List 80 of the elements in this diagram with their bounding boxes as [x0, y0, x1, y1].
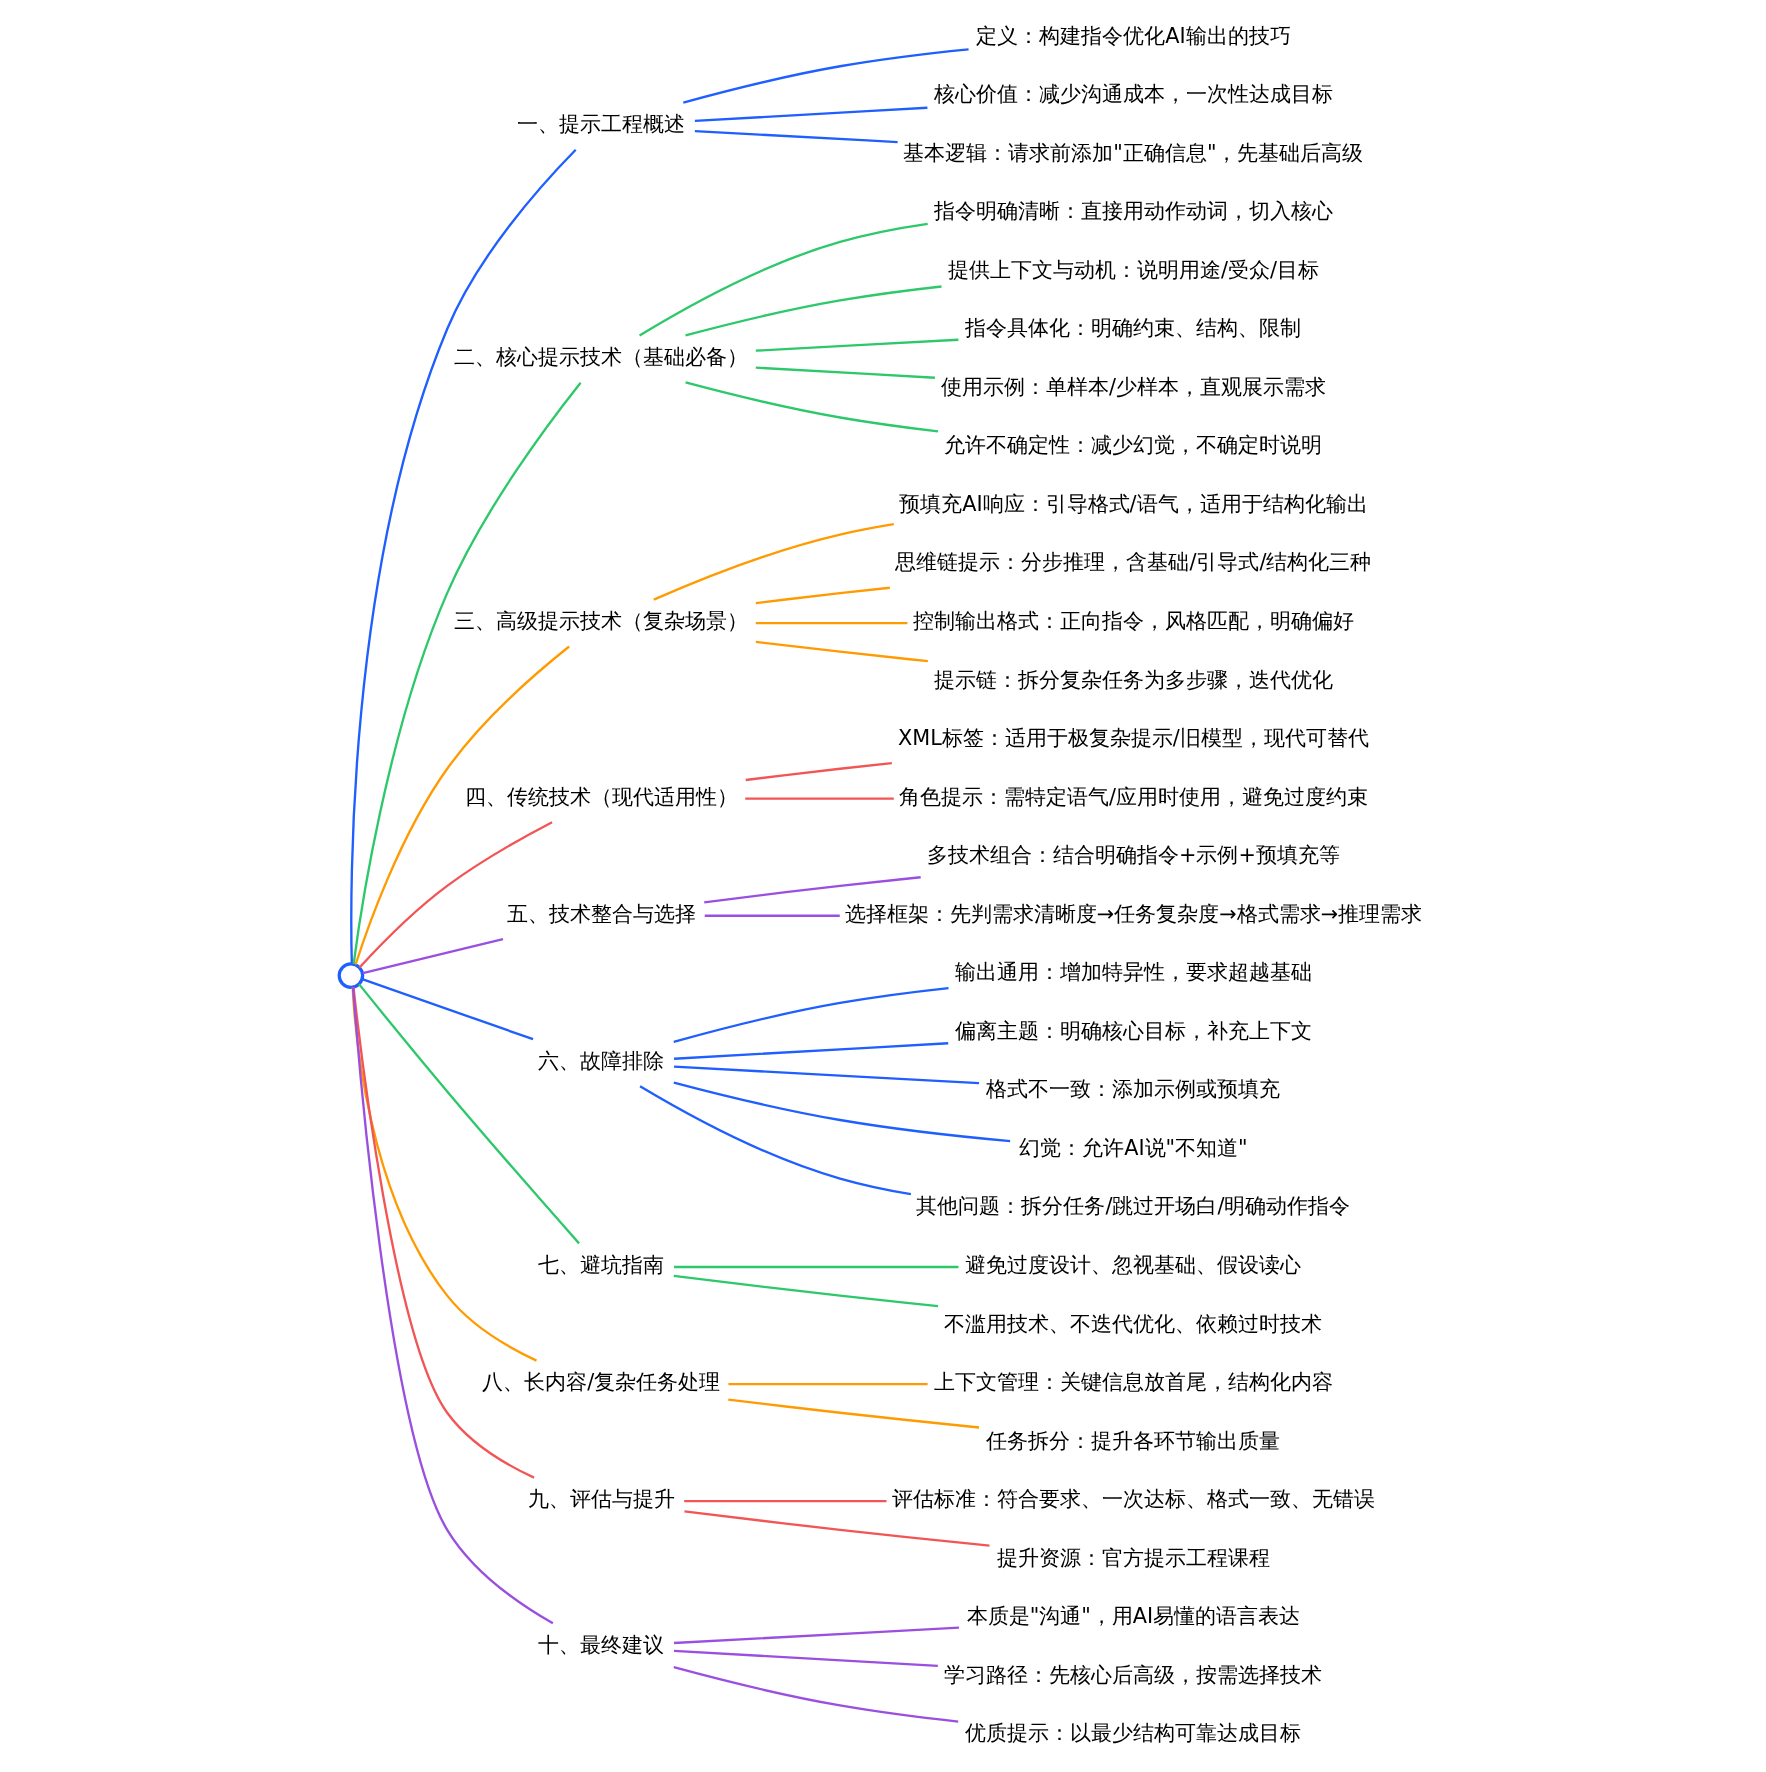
connector: [653, 522, 894, 601]
node-text: 提示链：拆分复杂任务为多步骤，迭代优化: [933, 667, 1333, 692]
connector: [352, 986, 535, 1479]
node-text: 一、提示工程概述: [517, 111, 686, 136]
connector: [674, 1041, 949, 1060]
node-text: 指令明确清晰：直接用动作动词，切入核心: [933, 198, 1333, 223]
connector: [684, 1499, 887, 1502]
connector: [755, 338, 959, 352]
node-text: XML标签：适用于极复杂提示/旧模型，现代可替代: [898, 725, 1369, 750]
connector: [674, 1265, 959, 1268]
connector: [639, 222, 928, 336]
node-text: 核心价值：减少沟通成本，一次性达成目标: [933, 81, 1333, 106]
node-text: 指令具体化：明确约束、结构、限制: [965, 315, 1302, 340]
node-text: 十、最终建议: [538, 1632, 665, 1657]
node-text: 八、长内容/复杂任务处理: [482, 1369, 721, 1394]
connector: [728, 1382, 928, 1385]
node-text: 五、技术整合与选择: [506, 901, 696, 926]
node-text: 学习路径：先核心后高级，按需选择技术: [944, 1662, 1323, 1687]
connector: [684, 1509, 990, 1547]
node-text: 四、传统技术（现代适用性）: [464, 784, 738, 809]
connector: [358, 982, 580, 1244]
connector: [755, 365, 935, 379]
node-circle: [337, 961, 365, 989]
node-text: 评估标准：符合要求、一次达标、格式一致、无错误: [891, 1486, 1375, 1511]
connector: [745, 797, 894, 800]
connector: [755, 621, 908, 624]
node-text: 避免过度设计、忽视基础、假设读心: [965, 1252, 1302, 1277]
node-text: 选择框架：先判需求清晰度→任务复杂度→格式需求→推理需求: [844, 901, 1423, 926]
node-text: 定义：构建指令优化AI输出的技巧: [976, 23, 1291, 48]
node-text: 格式不一致：添加示例或预填充: [986, 1076, 1281, 1101]
node-text: 不滥用技术、不迭代优化、依赖过时技术: [944, 1311, 1323, 1336]
node-text: 角色提示：需特定语气/应用时使用，避免过度约束: [898, 784, 1368, 809]
node-text: 输出通用：增加特异性，要求超越基础: [954, 959, 1312, 984]
node-text: 基本逻辑：请求前添加"正确信息"，先基础后高级: [903, 140, 1364, 165]
node-text: 使用示例：单样本/少样本，直观展示需求: [940, 374, 1326, 399]
connector: [673, 1274, 939, 1307]
connector: [358, 820, 553, 968]
connector: [673, 1665, 959, 1723]
connector: [685, 284, 942, 337]
node-text: 多技术组合：结合明确指令+示例+预填充等: [927, 842, 1340, 867]
connector: [362, 937, 504, 974]
connector: [745, 761, 892, 781]
node-text: 优质提示：以最少结构可靠达成目标: [965, 1720, 1302, 1745]
node-text: 提升资源：官方提示工程课程: [996, 1545, 1270, 1570]
connector: [639, 1084, 912, 1195]
node-text: 上下文管理：关键信息放首尾，结构化内容: [933, 1369, 1333, 1394]
node-text: 允许不确定性：减少幻觉，不确定时说明: [944, 432, 1323, 457]
connector: [674, 1649, 938, 1667]
node-text: 本质是"沟通"，用AI易懂的语言表达: [966, 1603, 1301, 1628]
node-text: 偏离主题：明确核心目标，补充上下文: [954, 1018, 1312, 1043]
connector: [361, 977, 534, 1040]
node-text: 预填充AI响应：引导格式/语气，适用于结构化输出: [899, 491, 1368, 516]
node-text: 其他问题：拆分任务/跳过开场白/明确动作指令: [916, 1193, 1351, 1218]
connector: [755, 586, 890, 604]
node-text: 任务拆分：提升各环节输出质量: [986, 1428, 1281, 1453]
node-text: 七、避坑指南: [538, 1252, 665, 1277]
connector: [673, 1080, 1011, 1142]
connector: [694, 129, 898, 143]
node-text: 控制输出格式：正向指令，风格匹配，明确偏好: [912, 608, 1354, 633]
node-text: 九、评估与提升: [527, 1486, 675, 1511]
connector: [351, 986, 554, 1624]
connector: [674, 1625, 960, 1644]
connector: [683, 47, 969, 104]
connector: [694, 106, 928, 122]
connector: [704, 914, 840, 917]
connector: [755, 640, 928, 662]
node-text: 六、故障排除: [538, 1048, 665, 1073]
node-text: 幻觉：允许AI说"不知道": [1019, 1135, 1248, 1160]
connector: [685, 380, 939, 433]
node-text: 思维链提示：分步推理，含基础/引导式/结构化三种: [895, 549, 1372, 574]
connector: [354, 645, 570, 965]
connector: [352, 381, 582, 964]
connector: [704, 875, 921, 903]
node-text: 二、核心提示技术（基础必备）: [454, 344, 749, 369]
connector: [728, 1398, 980, 1429]
connector: [674, 1064, 980, 1084]
connector: [350, 148, 577, 964]
node-text: 三、高级提示技术（复杂场景）: [454, 608, 749, 633]
connector: [673, 986, 949, 1043]
node-text: 提供上下文与动机：说明用途/受众/目标: [947, 257, 1319, 282]
